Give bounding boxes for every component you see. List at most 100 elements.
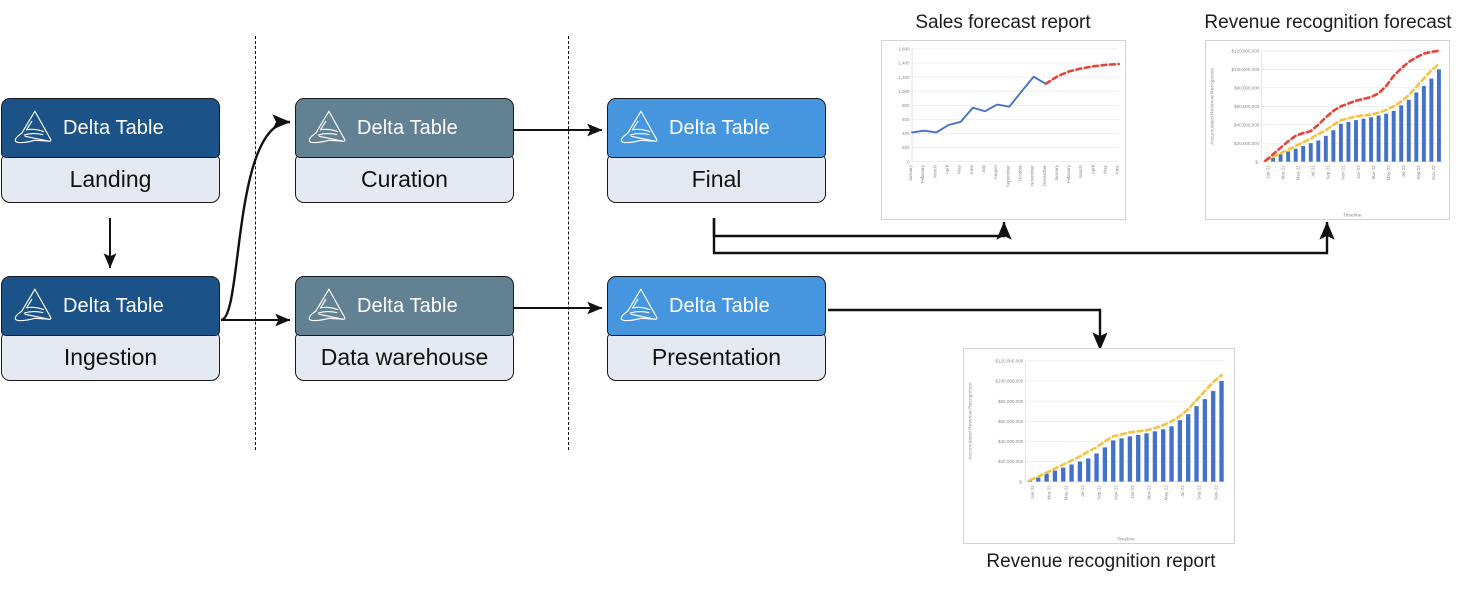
svg-text:Timeline: Timeline [1343, 213, 1362, 219]
svg-text:1,200: 1,200 [898, 75, 910, 80]
svg-text:$-: $- [1019, 479, 1024, 484]
node-data-warehouse-badge: Delta Table [357, 294, 458, 317]
svg-text:June: June [969, 165, 974, 175]
node-data-warehouse[interactable]: Delta Table Data warehouse [295, 276, 514, 381]
connector-ingestion-to-curation [220, 114, 291, 322]
node-final-label: Final [691, 165, 742, 192]
svg-text:$20,000,000: $20,000,000 [998, 459, 1024, 464]
node-data-warehouse-label: Data warehouse [320, 343, 489, 370]
svg-text:$80,000,000: $80,000,000 [1234, 85, 1260, 90]
svg-text:Jan-22: Jan-22 [1130, 485, 1135, 499]
node-final[interactable]: Delta Table Final [607, 98, 826, 203]
svg-text:600: 600 [902, 117, 910, 122]
revenue-forecast-plot: $-$20,000,000$40,000,000$60,000,000$80,0… [1209, 49, 1443, 219]
revenue-report-chart[interactable]: $- $20,000,000 $40,000,000 $60,000,000 $80,0… [963, 348, 1235, 544]
svg-text:January: January [908, 164, 913, 181]
node-ingestion[interactable]: Delta Table Ingestion [1, 276, 220, 381]
svg-text:$20,000,000: $20,000,000 [1234, 141, 1260, 146]
connector-presentation-to-revenue-report-chart [828, 308, 1108, 351]
revenue-report-chart-title: Revenue recognition report [986, 551, 1216, 572]
svg-text:July: July [981, 164, 986, 173]
svg-text:Jul-21: Jul-21 [1080, 485, 1085, 498]
svg-text:September: September [1005, 165, 1010, 188]
svg-text:1,000: 1,000 [898, 89, 910, 94]
svg-text:$100,000,000: $100,000,000 [995, 379, 1023, 384]
zone-divider-right [568, 36, 569, 450]
delta-lake-logo-icon [308, 288, 346, 322]
svg-text:Sep-22: Sep-22 [1416, 165, 1421, 180]
svg-text:Jan-22: Jan-22 [1356, 165, 1361, 179]
svg-text:January: January [1054, 164, 1059, 181]
node-presentation-label: Presentation [651, 343, 782, 370]
connector-final-to-sales-chart [712, 218, 1012, 240]
sales-forecast-chart-title: Sales forecast report [915, 12, 1091, 33]
svg-text:$80,000,000: $80,000,000 [998, 399, 1024, 404]
svg-text:1,600: 1,600 [898, 47, 910, 52]
svg-text:August: August [993, 164, 998, 179]
svg-text:Nov-21: Nov-21 [1113, 485, 1118, 500]
node-landing[interactable]: Delta Table Landing [1, 98, 220, 203]
node-landing-header: Delta Table [1, 98, 220, 158]
revenue-forecast-chart[interactable]: $-$20,000,000$40,000,000$60,000,000$80,0… [1205, 40, 1450, 220]
node-curation-badge: Delta Table [357, 116, 458, 139]
connector-final-to-revenue-forecast-chart [712, 218, 1335, 255]
svg-text:$60,000,000: $60,000,000 [998, 419, 1024, 424]
svg-text:February: February [920, 164, 925, 183]
node-curation-label: Curation [361, 165, 448, 192]
node-curation-body: Curation [295, 155, 514, 203]
svg-text:Mar-22: Mar-22 [1147, 485, 1152, 500]
delta-lake-logo-icon [14, 110, 52, 144]
node-final-header: Delta Table [607, 98, 826, 158]
sales-forecast-chart[interactable]: 0 200 400 600 800 1,000 1,200 1,400 1,600 Januar… [881, 40, 1126, 220]
node-ingestion-label: Ingestion [63, 343, 158, 370]
svg-text:Nov-22: Nov-22 [1213, 485, 1218, 500]
svg-text:$100,000,000: $100,000,000 [1232, 67, 1260, 72]
svg-text:May: May [1103, 164, 1108, 173]
svg-text:$60,000,000: $60,000,000 [1234, 104, 1260, 109]
svg-text:1,400: 1,400 [898, 61, 910, 66]
node-presentation-badge: Delta Table [669, 294, 770, 317]
revenue-report-plot: $- $20,000,000 $40,000,000 $60,000,000 $80,0… [967, 359, 1226, 543]
node-ingestion-body: Ingestion [1, 333, 220, 381]
svg-text:Jan-21: Jan-21 [1030, 485, 1035, 499]
svg-text:$120,000,000: $120,000,000 [995, 359, 1023, 364]
svg-text:May-21: May-21 [1063, 485, 1068, 501]
node-data-warehouse-body: Data warehouse [295, 333, 514, 381]
svg-text:Jan-21: Jan-21 [1265, 165, 1270, 179]
svg-text:$-: $- [1255, 159, 1260, 164]
node-presentation-body: Presentation [607, 333, 826, 381]
svg-text:0: 0 [907, 159, 910, 164]
svg-text:Mar-21: Mar-21 [1047, 485, 1052, 500]
zone-divider-left [255, 36, 256, 450]
svg-text:May-21: May-21 [1295, 165, 1300, 181]
node-landing-label: Landing [69, 165, 152, 192]
node-data-warehouse-header: Delta Table [295, 276, 514, 336]
delta-lake-logo-icon [308, 110, 346, 144]
delta-lake-logo-icon [620, 288, 658, 322]
node-curation-header: Delta Table [295, 98, 514, 158]
svg-text:Nov-21: Nov-21 [1341, 165, 1346, 180]
svg-text:800: 800 [902, 103, 910, 108]
svg-text:Mar-21: Mar-21 [1280, 165, 1285, 180]
svg-text:December: December [1042, 165, 1047, 186]
svg-text:Mar-22: Mar-22 [1371, 165, 1376, 180]
node-ingestion-badge: Delta Table [63, 294, 164, 317]
svg-text:April: April [944, 165, 949, 174]
node-curation[interactable]: Delta Table Curation [295, 98, 514, 203]
svg-text:May-22: May-22 [1163, 485, 1168, 501]
svg-text:October: October [1017, 165, 1022, 182]
svg-text:April: April [1090, 165, 1095, 174]
svg-text:400: 400 [902, 131, 910, 136]
svg-text:February: February [1066, 164, 1071, 183]
delta-lake-logo-icon [14, 288, 52, 322]
svg-text:200: 200 [902, 145, 910, 150]
svg-text:March: March [932, 165, 937, 178]
svg-text:Nov-22: Nov-22 [1431, 165, 1436, 180]
sales-forecast-plot: 0 200 400 600 800 1,000 1,200 1,400 1,600 Januar… [898, 47, 1120, 188]
node-presentation[interactable]: Delta Table Presentation [607, 276, 826, 381]
node-landing-body: Landing [1, 155, 220, 203]
svg-text:Sep-22: Sep-22 [1197, 485, 1202, 500]
svg-text:Sep-21: Sep-21 [1326, 165, 1331, 180]
svg-text:$40,000,000: $40,000,000 [998, 439, 1024, 444]
